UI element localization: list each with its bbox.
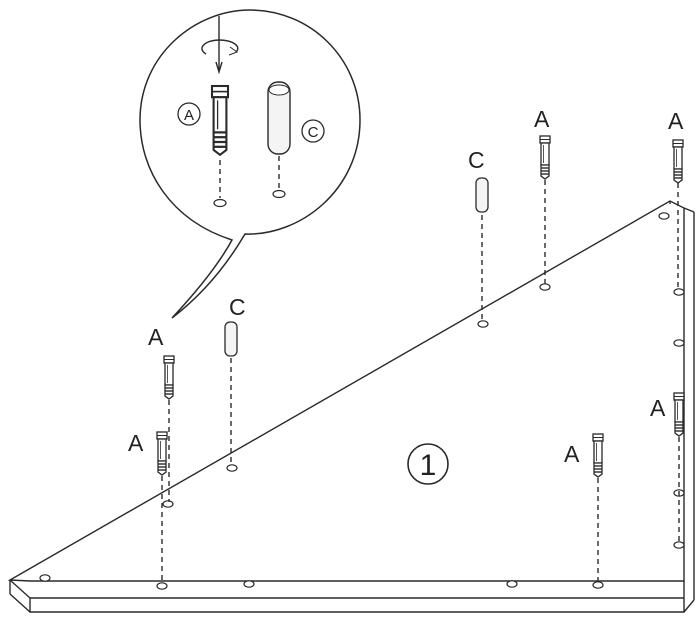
panel-right-edge-top — [683, 207, 695, 213]
part-labels: A A A A A A C C — [128, 106, 684, 467]
label-a: A — [668, 108, 684, 134]
hole — [477, 320, 489, 328]
hole — [592, 581, 604, 589]
rotation-arrow-icon — [201, 39, 239, 55]
detail-label-a-circle — [177, 102, 201, 126]
hole — [162, 500, 174, 508]
label-a: A — [534, 106, 550, 132]
dowel — [224, 321, 238, 357]
label-a: A — [128, 430, 144, 456]
cam-bolt — [592, 433, 604, 478]
cam-bolt — [672, 139, 684, 184]
cam-bolt — [673, 392, 685, 437]
panel-corner-bottom — [9, 593, 31, 613]
hole — [673, 288, 685, 296]
detail-cam-bolt — [210, 84, 230, 156]
detail-callout: A C — [139, 9, 361, 319]
panel-top-face — [7, 200, 685, 582]
label-c: C — [468, 147, 485, 173]
cam-bolt — [163, 355, 175, 400]
hole — [673, 541, 685, 549]
triangular-panel — [7, 200, 695, 613]
label-c: C — [229, 294, 246, 320]
detail-label-a: A — [184, 107, 194, 124]
detail-label-c-circle — [301, 119, 325, 143]
guide-lines — [161, 180, 680, 584]
hole — [243, 580, 255, 588]
rotation-arrowhead — [228, 46, 239, 56]
dowel — [475, 177, 489, 213]
hole — [156, 582, 168, 590]
callout-bubble — [139, 9, 361, 319]
cam-bolt — [539, 135, 551, 180]
step-number-badge: 1 — [407, 443, 449, 485]
detail-hole — [213, 198, 227, 208]
panel-right-edge-bottom — [683, 599, 695, 613]
label-a: A — [650, 395, 666, 421]
hole — [673, 339, 685, 347]
screwdriver-tip — [215, 61, 223, 75]
hole — [658, 212, 670, 220]
panel-front-edge — [9, 579, 685, 613]
hole — [539, 283, 551, 291]
panel-holes — [39, 212, 685, 590]
label-a: A — [564, 441, 580, 467]
cam-bolt — [156, 431, 168, 476]
detail-hole — [272, 189, 286, 199]
hole — [226, 464, 238, 472]
step-number: 1 — [420, 449, 437, 482]
detail-label-c: C — [308, 124, 319, 141]
detail-dowel-top — [268, 84, 290, 96]
hole — [39, 574, 51, 582]
detail-dowel — [267, 81, 291, 155]
label-a: A — [148, 324, 164, 350]
hole — [506, 580, 518, 588]
